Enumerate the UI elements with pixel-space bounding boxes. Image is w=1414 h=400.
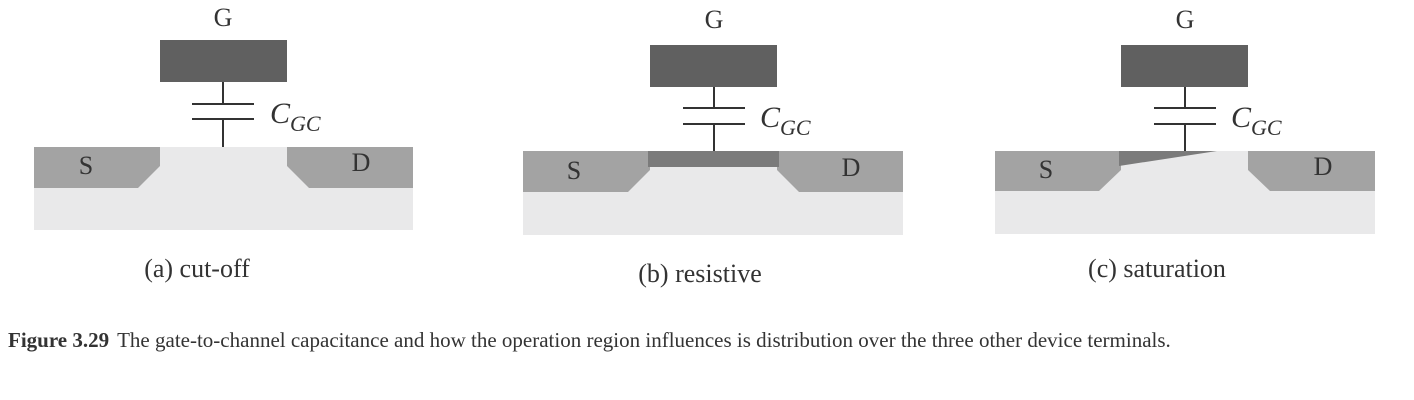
gate-label: G [1176, 5, 1195, 34]
drain-label: D [1314, 152, 1333, 181]
drain-diffusion [777, 151, 903, 192]
capacitance-label: CGC [1231, 101, 1282, 140]
source-diffusion [995, 151, 1121, 191]
panel-resistive: G CGC S D (b) resistive [523, 5, 903, 288]
capacitance-symbol: C [270, 97, 291, 130]
gate-electrode [650, 45, 777, 87]
capacitance-symbol: C [760, 101, 781, 134]
inversion-channel [648, 151, 779, 167]
source-label: S [79, 151, 93, 180]
source-diffusion [34, 147, 160, 188]
gate-electrode [160, 40, 287, 82]
capacitance-symbol: C [1231, 101, 1252, 134]
panel-caption: (a) cut-off [144, 254, 250, 283]
figure-caption-text: The gate-to-channel capacitance and how … [117, 328, 1171, 352]
panel-saturation: G CGC S D (c) saturation [995, 5, 1375, 283]
drain-label: D [352, 148, 371, 177]
gate-label: G [705, 5, 724, 34]
figure-number: Figure 3.29 [8, 328, 110, 352]
panel-cut-off: G CGC S D (a) cut-off [34, 3, 413, 283]
gate-label: G [214, 3, 233, 32]
mos-gate-capacitance-diagram: G CGC S D (a) cut-off G CGC S D (b) resi… [34, 3, 1375, 288]
capacitance-subscript: GC [290, 111, 321, 136]
capacitance-subscript: GC [780, 115, 811, 140]
source-label: S [567, 156, 581, 185]
pinched-channel [1119, 151, 1217, 166]
capacitance-subscript: GC [1251, 115, 1282, 140]
panel-caption: (c) saturation [1088, 254, 1226, 283]
gate-electrode [1121, 45, 1248, 87]
source-diffusion [523, 151, 650, 192]
drain-label: D [842, 153, 861, 182]
capacitance-label: CGC [760, 101, 811, 140]
drain-diffusion [287, 147, 413, 188]
capacitance-label: CGC [270, 97, 321, 136]
drain-diffusion [1248, 151, 1375, 191]
source-label: S [1039, 155, 1053, 184]
figure-caption: Figure 3.29 The gate-to-channel capacitan… [8, 326, 1398, 355]
panel-caption: (b) resistive [638, 259, 761, 288]
